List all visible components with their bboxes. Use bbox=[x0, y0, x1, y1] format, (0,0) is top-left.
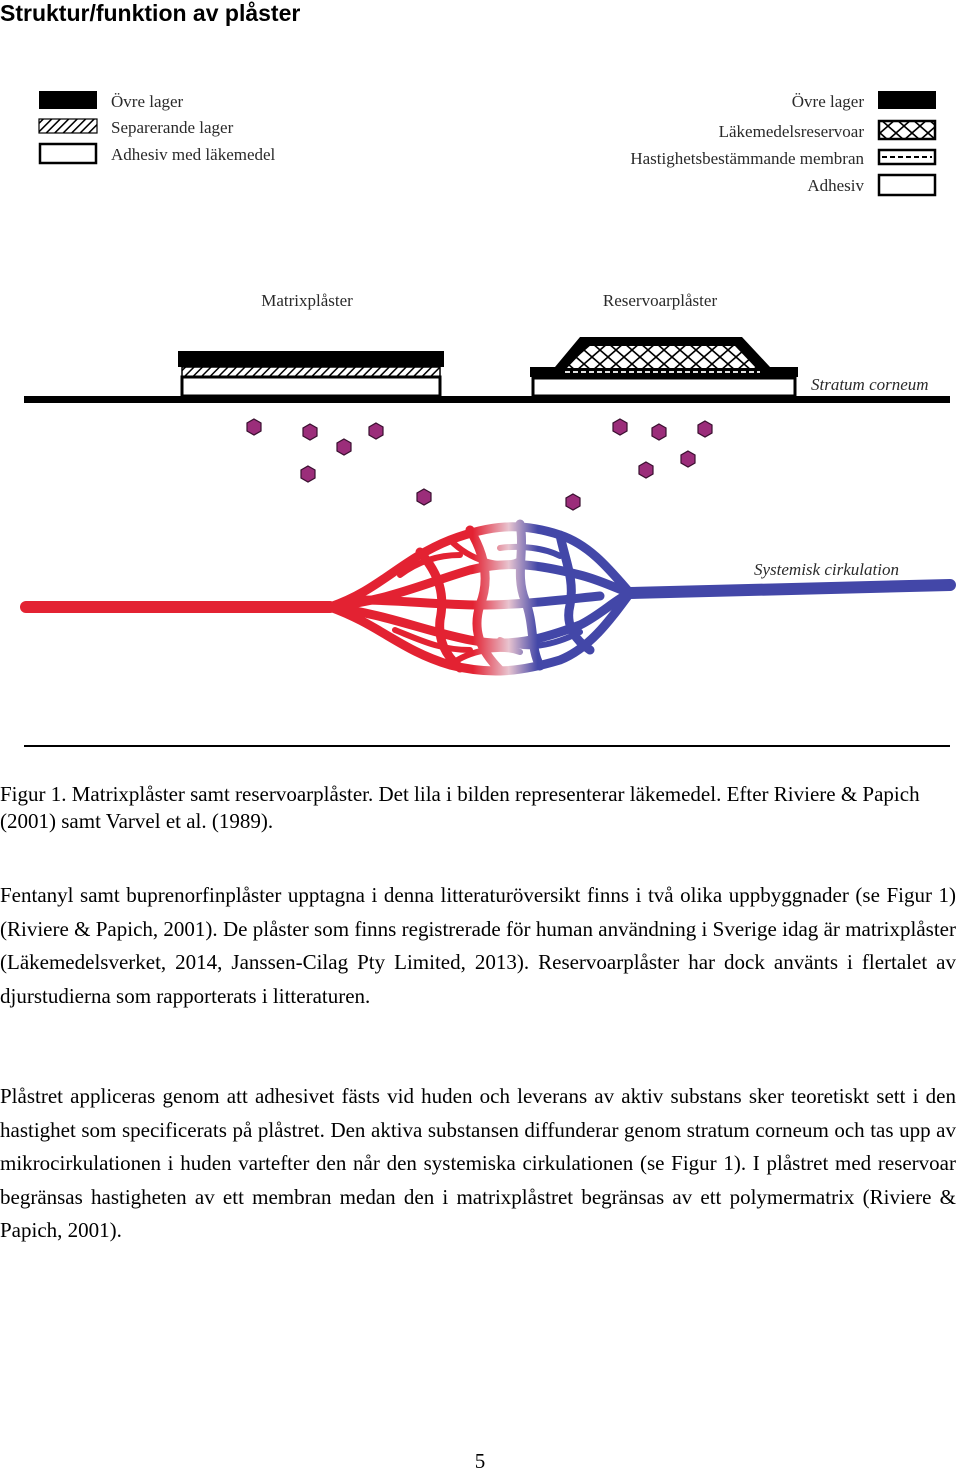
drug-particles bbox=[246, 418, 713, 511]
legend-right-label-4: Adhesiv bbox=[807, 176, 864, 195]
figure-caption: Figur 1. Matrixplåster samt reservoarplå… bbox=[0, 782, 920, 833]
legend-swatch-solid bbox=[39, 91, 97, 109]
reservoir-patch bbox=[530, 337, 798, 398]
matrix-patch bbox=[178, 351, 444, 398]
drug-particle bbox=[416, 488, 432, 506]
body-paragraph-1: Fentanyl samt buprenorfinplåster upptagn… bbox=[0, 883, 956, 1008]
legend-right-label-1: Övre lager bbox=[792, 92, 865, 111]
legend-left-label-2: Separerande lager bbox=[111, 118, 234, 137]
legend-right-label-3: Hastighetsbestämmande membran bbox=[630, 149, 864, 168]
legend-left: Övre lager Separerande lager Adhesiv med… bbox=[38, 91, 276, 165]
legend-left-label-3: Adhesiv med läkemedel bbox=[111, 145, 276, 164]
stratum-corneum-line bbox=[24, 396, 950, 403]
legend-swatch-outline bbox=[38, 142, 98, 165]
drug-particle bbox=[368, 422, 384, 440]
drug-particle bbox=[638, 461, 654, 479]
page-heading: Struktur/funktion av plåster bbox=[0, 0, 301, 26]
legend-right: Övre lager Läkemedelsreservoar Hastighet… bbox=[630, 91, 937, 197]
drug-particle bbox=[336, 438, 352, 456]
microcirculation-network bbox=[20, 519, 956, 676]
legend-swatch-dashed bbox=[877, 148, 937, 166]
drug-particle bbox=[612, 418, 628, 436]
page-number: 5 bbox=[474, 1449, 486, 1473]
drug-particle bbox=[680, 450, 696, 468]
drug-particle bbox=[246, 418, 262, 436]
reservoir-patch-label: Reservoarplåster bbox=[603, 291, 718, 310]
matrix-patch-label: Matrixplåster bbox=[261, 291, 353, 310]
legend-swatch-outline-right bbox=[877, 173, 937, 197]
legend-swatch-hatched bbox=[38, 118, 98, 134]
drug-particle bbox=[300, 465, 316, 483]
drug-particle bbox=[565, 493, 581, 511]
patch-structure-figure: Övre lager Separerande lager Adhesiv med… bbox=[20, 91, 956, 747]
drug-particle bbox=[302, 423, 318, 441]
stratum-corneum-label: Stratum corneum bbox=[811, 375, 929, 394]
legend-swatch-solid-right bbox=[878, 91, 936, 109]
legend-left-label-1: Övre lager bbox=[111, 92, 184, 111]
legend-right-label-2: Läkemedelsreservoar bbox=[719, 122, 865, 141]
systemic-circulation-label: Systemisk cirkulation bbox=[754, 560, 899, 579]
body-paragraph-2: Plåstret appliceras genom att adhesivet … bbox=[0, 1084, 956, 1242]
drug-particle bbox=[651, 423, 667, 441]
legend-swatch-diamond bbox=[877, 119, 937, 141]
drug-particle bbox=[697, 420, 713, 438]
